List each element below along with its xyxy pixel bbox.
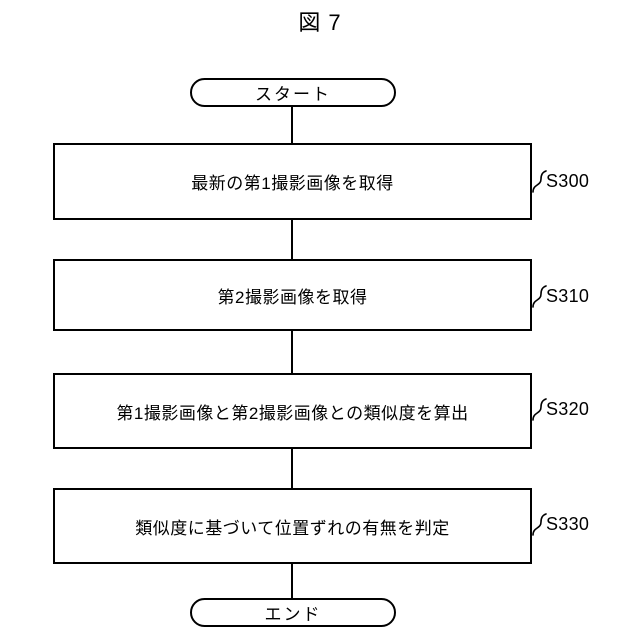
step-reference-s320: S320 xyxy=(546,399,590,419)
connector-start-to-step-1 xyxy=(291,105,293,145)
connector-step-3-to-step-4 xyxy=(291,448,293,489)
leader-hook-s310 xyxy=(531,285,547,309)
flowchart-step-s330: 類似度に基づいて位置ずれの有無を判定 xyxy=(53,488,532,564)
connector-step-2-to-step-3 xyxy=(291,330,293,374)
leader-hook-s320 xyxy=(531,398,547,422)
flowchart-end-label: エンド xyxy=(264,605,322,624)
flowchart-step-s320: 第1撮影画像と第2撮影画像との類似度を算出 xyxy=(53,373,532,449)
step-reference-s330: S330 xyxy=(546,514,590,534)
flowchart-step-s330-label: 類似度に基づいて位置ずれの有無を判定 xyxy=(135,518,450,538)
flowchart-step-s300-label: 最新の第1撮影画像を取得 xyxy=(191,174,394,193)
step-reference-s310: S310 xyxy=(546,286,590,306)
connector-step-1-to-step-2 xyxy=(291,219,293,260)
step-reference-s300: S300 xyxy=(546,171,590,191)
flowchart-start-label: スタート xyxy=(255,85,331,104)
flowchart-step-s320-label: 第1撮影画像と第2撮影画像との類似度を算出 xyxy=(116,403,469,423)
flowchart-step-s300: 最新の第1撮影画像を取得 xyxy=(53,143,532,220)
leader-hook-s300 xyxy=(531,170,547,194)
leader-hook-s330 xyxy=(531,513,547,537)
flowchart-end-node: エンド xyxy=(190,598,396,627)
connector-step-4-to-end xyxy=(291,563,293,599)
flowchart-start-node: スタート xyxy=(190,78,396,107)
figure-title: 図 7 xyxy=(298,10,342,35)
flowchart-step-s310-label: 第2撮影画像を取得 xyxy=(217,287,368,307)
flowchart-step-s310: 第2撮影画像を取得 xyxy=(53,259,532,331)
